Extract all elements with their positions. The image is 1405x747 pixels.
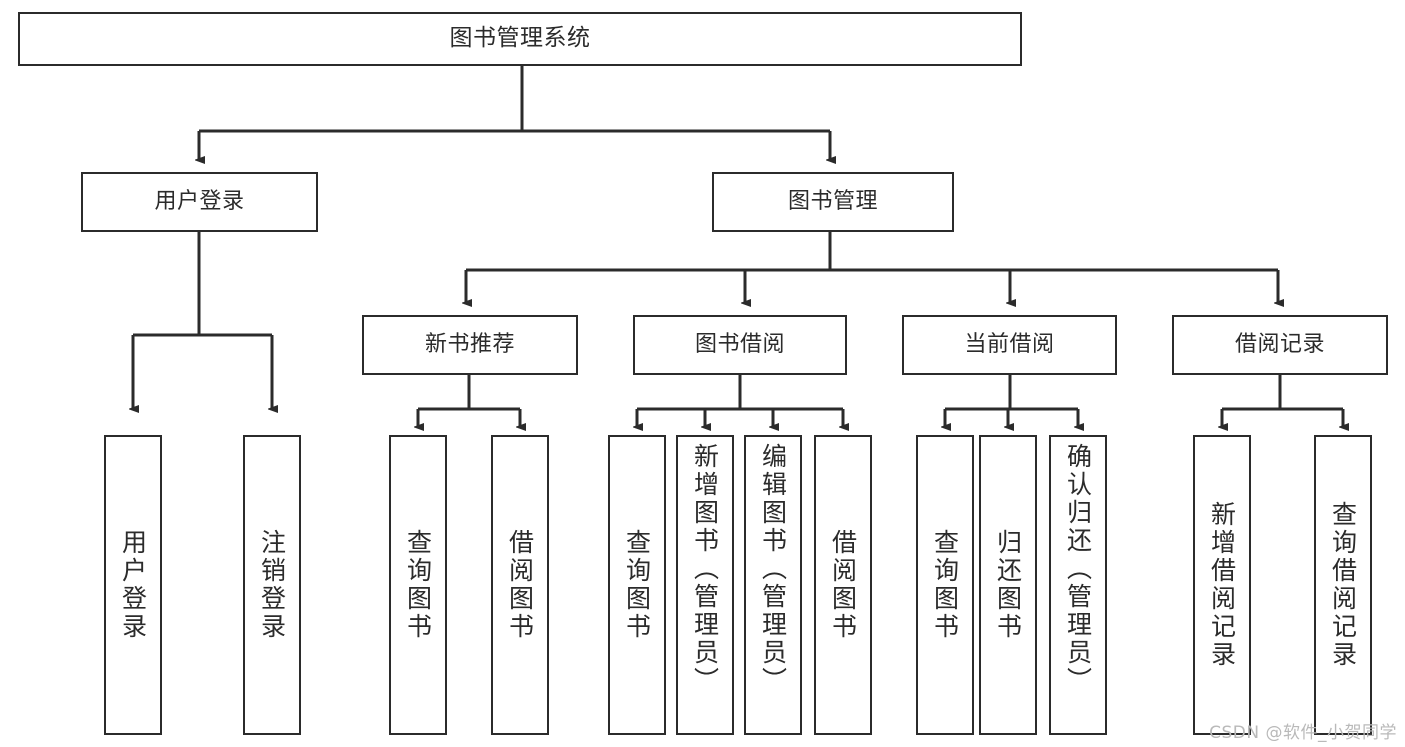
node-label: 确认归还（管理员） <box>1063 443 1093 695</box>
leaf-return-book[interactable]: 归还图书 <box>979 435 1037 735</box>
node-label: 当前借阅 <box>964 331 1055 357</box>
node-book-borrow[interactable]: 图书借阅 <box>633 315 847 375</box>
node-label: 查询图书 <box>403 529 433 641</box>
node-label: 注销登录 <box>257 529 287 641</box>
leaf-user-login[interactable]: 用户登录 <box>104 435 162 735</box>
leaf-add-book-admin[interactable]: 新增图书（管理员） <box>676 435 734 735</box>
leaf-add-borrow-record[interactable]: 新增借阅记录 <box>1193 435 1251 735</box>
node-label: 编辑图书（管理员） <box>758 443 788 695</box>
leaf-query-borrow-record[interactable]: 查询借阅记录 <box>1314 435 1372 735</box>
leaf-edit-book-admin[interactable]: 编辑图书（管理员） <box>744 435 802 735</box>
node-label: 图书借阅 <box>694 331 785 357</box>
leaf-borrow-book[interactable]: 借阅图书 <box>814 435 872 735</box>
node-label: 归还图书 <box>993 529 1023 641</box>
node-label: 借阅记录 <box>1234 331 1325 357</box>
node-label: 图书管理 <box>787 188 878 214</box>
node-book-manage[interactable]: 图书管理 <box>712 172 954 232</box>
leaf-borrow-book-recommend[interactable]: 借阅图书 <box>491 435 549 735</box>
node-label: 新增图书（管理员） <box>690 443 720 695</box>
leaf-logout[interactable]: 注销登录 <box>243 435 301 735</box>
leaf-query-book-borrow[interactable]: 查询图书 <box>608 435 666 735</box>
node-label: 查询图书 <box>930 529 960 641</box>
node-label: 新增借阅记录 <box>1207 501 1237 669</box>
leaf-query-book-current[interactable]: 查询图书 <box>916 435 974 735</box>
node-borrow-record[interactable]: 借阅记录 <box>1172 315 1388 375</box>
node-user-login[interactable]: 用户登录 <box>81 172 318 232</box>
node-current-borrow[interactable]: 当前借阅 <box>902 315 1117 375</box>
node-label: 新书推荐 <box>424 331 515 357</box>
node-label: 查询图书 <box>622 529 652 641</box>
node-label: 图书管理系统 <box>449 25 591 52</box>
csdn-watermark: CSDN @软件_小贺同学 <box>1209 723 1397 743</box>
node-label: 借阅图书 <box>828 529 858 641</box>
node-new-book-recommend[interactable]: 新书推荐 <box>362 315 578 375</box>
leaf-confirm-return-admin[interactable]: 确认归还（管理员） <box>1049 435 1107 735</box>
node-label: 查询借阅记录 <box>1328 501 1358 669</box>
leaf-query-book-recommend[interactable]: 查询图书 <box>389 435 447 735</box>
node-label: 用户登录 <box>118 529 148 641</box>
node-root-system[interactable]: 图书管理系统 <box>18 12 1022 66</box>
node-label: 借阅图书 <box>505 529 535 641</box>
node-label: 用户登录 <box>154 188 245 214</box>
